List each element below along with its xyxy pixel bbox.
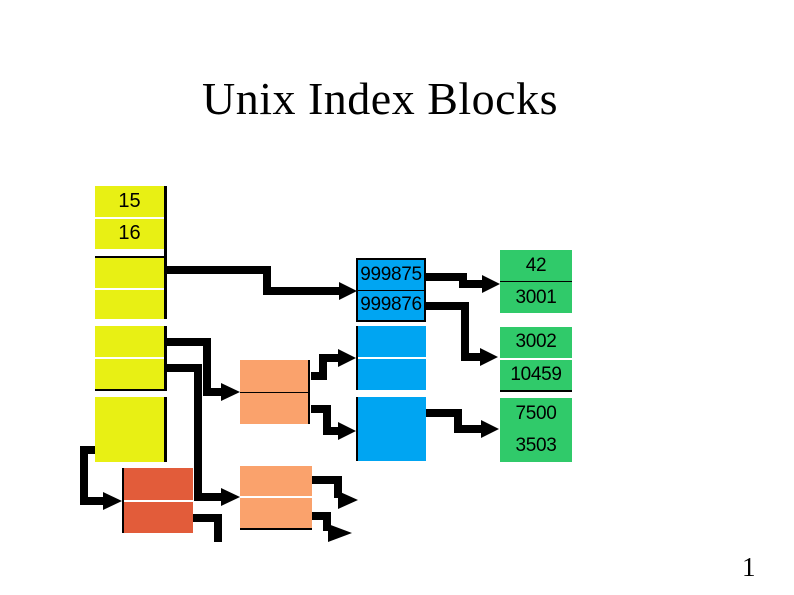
page-title: Unix Index Blocks: [201, 73, 558, 124]
line-darkorange-out: [193, 514, 222, 542]
pointer-cell: [95, 356, 164, 390]
pointer-cell: [95, 258, 164, 288]
pointer-cell: [358, 397, 426, 461]
arrow-salmon-upper-to-indirect2: [311, 349, 356, 380]
data-block-3002-10459: 3002 10459: [500, 327, 572, 392]
data-block-7500-3503: 7500 3503: [500, 398, 572, 462]
indirect-block-2: [356, 326, 426, 390]
pointer-cell: [95, 287, 164, 320]
arrow-salmon-lower-out-top: [312, 476, 358, 509]
page-number: 1: [742, 552, 756, 582]
index-block-salmon-upper: [240, 360, 310, 424]
arrow-999876-to-data2: [426, 302, 498, 366]
block-number-cell: 3002: [515, 331, 557, 353]
inode-edge-line-bottom: [164, 397, 167, 462]
inode-edge-line-top: [164, 186, 167, 319]
pointer-cell: [95, 397, 164, 462]
pointer-cell: [124, 499, 193, 534]
arrow-inode-to-indirect1: [165, 266, 357, 300]
arrow-salmon-upper-to-indirect3: [311, 405, 356, 440]
inode-direct-pointer-block: 15 16: [95, 186, 164, 249]
arrow-999875-to-data1: [426, 273, 500, 293]
pointer-cell: [124, 468, 193, 500]
index-block-salmon-lower: [240, 466, 312, 530]
indirect-block-999875: 999875 999876: [356, 258, 426, 322]
pointer-cell: [358, 357, 426, 390]
inode-single-indirect-block: [95, 256, 164, 319]
pointer-cell: [240, 391, 308, 425]
inode-double-indirect-block: [95, 326, 164, 391]
pointer-cell: [240, 496, 312, 528]
block-number-cell: 10459: [500, 357, 572, 391]
inode-triple-indirect-block: [95, 397, 164, 462]
block-number-cell: 3503: [515, 435, 557, 456]
direct-pointer-cell-16: 16: [95, 216, 164, 250]
index-block-dark-orange: [122, 468, 193, 533]
indirect-block-3: [356, 397, 426, 461]
block-number-cell: 999875: [360, 263, 422, 285]
pointer-cell: [240, 466, 312, 496]
arrow-salmon-lower-out-bottom: [312, 512, 352, 542]
block-number-cell: 3001: [500, 281, 572, 313]
pointer-cell: [358, 326, 426, 357]
inode-edge-line-middle: [164, 326, 167, 391]
pointer-cell: [95, 326, 164, 357]
block-number-cell: 7500: [515, 403, 557, 424]
arrow-indirect3-to-data3: [426, 409, 499, 438]
block-number-cell: 999876: [358, 289, 424, 321]
pointer-cell: [240, 360, 308, 392]
data-block-42-3001: 42 3001: [500, 250, 572, 313]
direct-pointer-cell-15: 15: [118, 189, 141, 212]
arrow-inode-to-salmon-upper: [165, 338, 240, 401]
block-number-cell: 42: [525, 254, 547, 276]
